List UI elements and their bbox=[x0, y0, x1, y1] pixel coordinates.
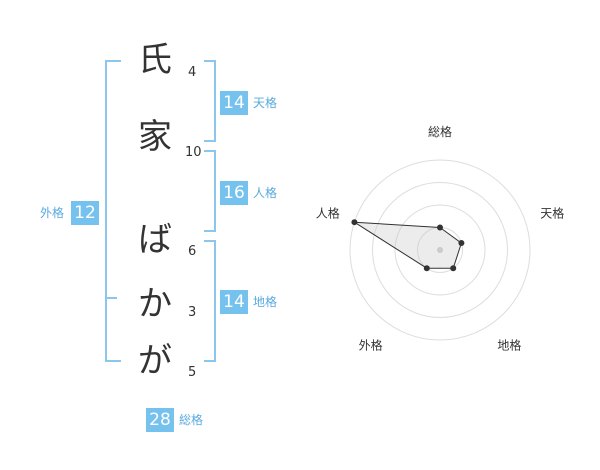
stroke-count-3: 6 bbox=[188, 244, 197, 259]
jin-value-badge: 16 bbox=[220, 181, 248, 205]
chi-value-badge: 14 bbox=[220, 290, 248, 314]
stroke-count-1: 4 bbox=[188, 65, 197, 80]
name-char-5: が bbox=[138, 341, 172, 381]
so-label: 総格 bbox=[179, 413, 204, 427]
radar-center-dot bbox=[437, 247, 443, 253]
radar-axis-label-1: 天格 bbox=[540, 206, 564, 221]
stroke-count-2: 10 bbox=[185, 145, 202, 160]
ten-label: 天格 bbox=[253, 96, 278, 110]
radar-axis-label-0: 総格 bbox=[428, 124, 452, 139]
name-char-1: 氏 bbox=[138, 40, 172, 80]
gai-value-badge: 12 bbox=[71, 201, 99, 225]
radar-axis-label-3: 外格 bbox=[359, 337, 383, 352]
ten-value-badge: 14 bbox=[220, 91, 248, 115]
radar-grid bbox=[349, 159, 531, 341]
chi-label: 地格 bbox=[253, 295, 278, 309]
radar-point-0 bbox=[437, 224, 443, 231]
outer-bracket bbox=[105, 60, 121, 362]
name-char-3: ば bbox=[138, 220, 172, 260]
radar-ring-4 bbox=[349, 159, 531, 341]
stroke-count-4: 3 bbox=[188, 305, 197, 320]
radar-point-1 bbox=[458, 240, 465, 247]
name-char-4: か bbox=[138, 284, 172, 324]
radar-axis-label-4: 人格 bbox=[316, 206, 340, 221]
jin-label: 人格 bbox=[253, 186, 278, 200]
radar-ring-3 bbox=[372, 182, 508, 318]
chi-bracket bbox=[204, 240, 216, 362]
radar-shape bbox=[351, 219, 465, 272]
radar-point-4 bbox=[351, 219, 358, 226]
radar-ring-2 bbox=[394, 204, 486, 296]
ten-bracket bbox=[204, 60, 216, 142]
radar-point-3 bbox=[423, 265, 430, 272]
so-value-badge: 28 bbox=[146, 408, 174, 432]
gai-label: 外格 bbox=[40, 206, 65, 220]
name-char-2: 家 bbox=[138, 117, 172, 157]
radar-axis-label-2: 地格 bbox=[497, 337, 521, 352]
stroke-count-5: 5 bbox=[188, 365, 197, 380]
jin-bracket bbox=[204, 150, 216, 232]
outer-bracket-tick bbox=[105, 297, 117, 299]
radar-polygon bbox=[354, 221, 462, 269]
radar-point-2 bbox=[450, 265, 457, 272]
